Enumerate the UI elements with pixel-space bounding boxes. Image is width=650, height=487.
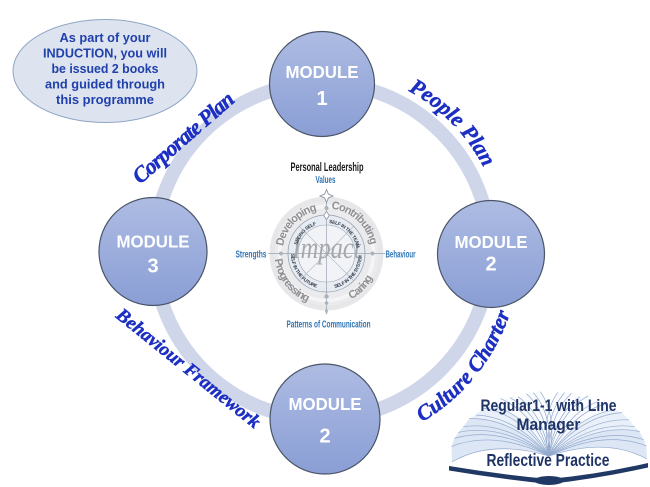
svg-text:2: 2 [485,254,496,276]
svg-text:Strengths: Strengths [236,250,267,261]
svg-text:Reflective Practice: Reflective Practice [487,450,610,470]
svg-text:1: 1 [316,88,327,110]
svg-text:this programme: this programme [56,92,154,107]
svg-text:Manager: Manager [517,415,581,434]
svg-text:and guided through: and guided through [45,77,165,92]
svg-text:MODULE: MODULE [289,394,362,414]
svg-text:INDUCTION, you will: INDUCTION, you will [43,46,167,61]
svg-text:Personal Leadership: Personal Leadership [291,162,364,174]
svg-text:be issued 2 books: be issued 2 books [52,61,159,76]
svg-text:Behaviour: Behaviour [386,250,416,261]
svg-text:2: 2 [319,426,330,448]
svg-text:As part of your: As part of your [60,30,151,45]
svg-text:Impact: Impact [292,230,362,265]
svg-text:Patterns of Communication: Patterns of Communication [287,320,371,331]
svg-text:MODULE: MODULE [455,232,528,252]
svg-text:Values: Values [316,175,336,186]
svg-text:3: 3 [147,256,158,278]
svg-text:MODULE: MODULE [117,232,190,252]
svg-text:Regular1-1 with Line: Regular1-1 with Line [481,396,617,415]
svg-text:MODULE: MODULE [286,62,359,82]
svg-text:Behaviour Framework: Behaviour Framework [111,304,265,433]
